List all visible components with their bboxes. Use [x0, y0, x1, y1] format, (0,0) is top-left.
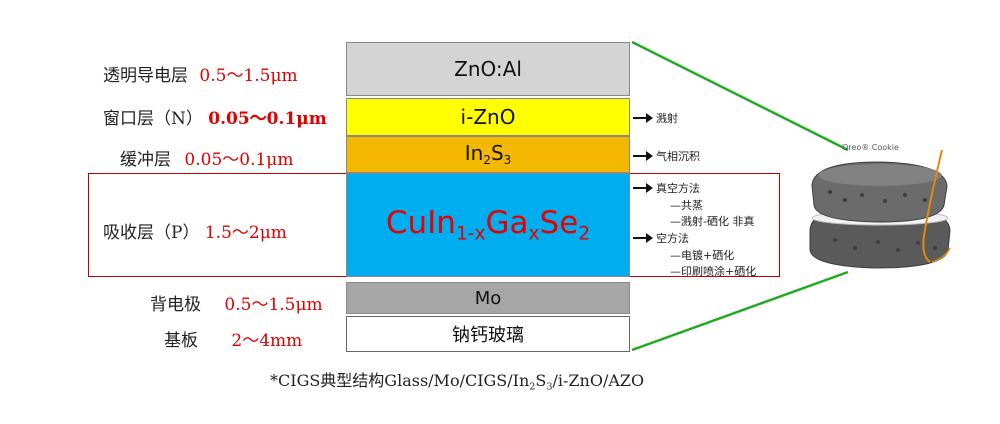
- label-back-electrode: 背电极 0.5～1.5μm: [150, 290, 323, 315]
- caption-sub1: 2: [529, 381, 536, 393]
- label-substrate-name: 基板: [164, 331, 198, 351]
- label-buffer-value: 0.05～0.1μm: [184, 150, 294, 170]
- caption-mid: S: [535, 371, 547, 390]
- guide-line-top: [631, 40, 849, 152]
- label-tco: 透明导电层 0.5～1.5μm: [103, 61, 298, 86]
- arrow-nonvacuum: [633, 233, 653, 243]
- cookie-wire: [922, 149, 943, 263]
- note-sputter-selenize: —溅射-硒化 非真: [670, 215, 755, 228]
- label-window-name: 窗口层（N）: [103, 109, 203, 129]
- arrow-vacuum: [633, 183, 653, 193]
- structure-caption: *CIGS典型结构Glass/Mo/CIGS/In2S3/i-ZnO/AZO: [270, 367, 644, 392]
- layer-in2s3: In2S3: [346, 136, 630, 173]
- cookie-texture: [828, 190, 937, 252]
- label-window: 窗口层（N） 0.05～0.1μm: [103, 104, 327, 129]
- layer-zno-al: ZnO:Al: [346, 42, 630, 96]
- layer-in2s3-sub2: 3: [503, 153, 512, 168]
- label-window-value: 0.05～0.1μm: [208, 109, 327, 129]
- note-vapor: 气相沉积: [656, 150, 700, 163]
- label-buffer: 缓冲层 0.05～0.1μm: [120, 145, 293, 170]
- label-buffer-name: 缓冲层: [120, 150, 171, 170]
- note-nonvacuum: 空方法: [656, 232, 689, 245]
- label-substrate: 基板 2～4mm: [164, 326, 302, 351]
- layer-cigs-s3: 2: [578, 223, 591, 245]
- layer-cigs-s2: x: [528, 223, 540, 245]
- layer-mo-label: Mo: [474, 287, 502, 309]
- label-tco-name: 透明导电层: [103, 66, 188, 86]
- caption-prefix: *CIGS典型结构Glass/Mo/CIGS/In: [270, 371, 530, 390]
- layer-in2s3-base: In: [464, 141, 484, 166]
- layer-cigs-p3: Se: [539, 205, 579, 242]
- layer-cigs-s1: 1-x: [455, 223, 486, 245]
- label-absorber: 吸收层（P） 1.5～2μm: [103, 218, 287, 243]
- layer-cigs-p1: CuIn: [385, 205, 456, 242]
- layer-cigs-formula: CuIn1-xGaxSe2: [386, 205, 590, 245]
- label-absorber-name: 吸收层（P）: [103, 223, 200, 243]
- layer-i-zno: i-ZnO: [346, 98, 630, 136]
- note-vacuum: 真空方法: [656, 182, 700, 195]
- label-back-electrode-name: 背电极: [150, 295, 201, 315]
- arrow-sputter: [633, 113, 653, 123]
- guide-line-bottom: [631, 270, 849, 352]
- layer-in2s3-label: In2S3: [465, 141, 512, 167]
- layer-in2s3-sub1: 2: [483, 153, 491, 168]
- label-tco-value: 0.5～1.5μm: [199, 66, 298, 86]
- cookie-wire-tail: [931, 247, 951, 263]
- layer-i-zno-label: i-ZnO: [460, 105, 516, 129]
- caption-sub2: 3: [546, 381, 553, 393]
- caption-suffix: /i-ZnO/AZO: [552, 371, 645, 390]
- label-substrate-value: 2～4mm: [231, 331, 303, 351]
- cookie-top-face: [818, 164, 942, 186]
- layer-mo: Mo: [346, 282, 630, 314]
- layer-zno-al-label: ZnO:Al: [454, 57, 522, 81]
- note-plating: —电镀+硒化: [670, 249, 735, 262]
- arrow-vapor: [633, 151, 653, 161]
- layer-glass: 钠钙玻璃: [346, 316, 630, 352]
- note-sputter: 溅射: [656, 112, 678, 125]
- label-absorber-value: 1.5～2μm: [204, 223, 287, 243]
- note-printing: —印刷喷涂+硒化: [670, 265, 757, 278]
- note-coevap: —共蒸: [670, 199, 703, 212]
- layer-cigs: CuIn1-xGaxSe2: [346, 173, 630, 277]
- layer-cigs-p2: Ga: [485, 205, 529, 242]
- label-back-electrode-value: 0.5～1.5μm: [224, 295, 323, 315]
- layer-glass-label: 钠钙玻璃: [452, 325, 524, 346]
- layer-in2s3-mid: S: [490, 141, 504, 166]
- cookie-caption: Oreo® Cookie: [842, 143, 899, 152]
